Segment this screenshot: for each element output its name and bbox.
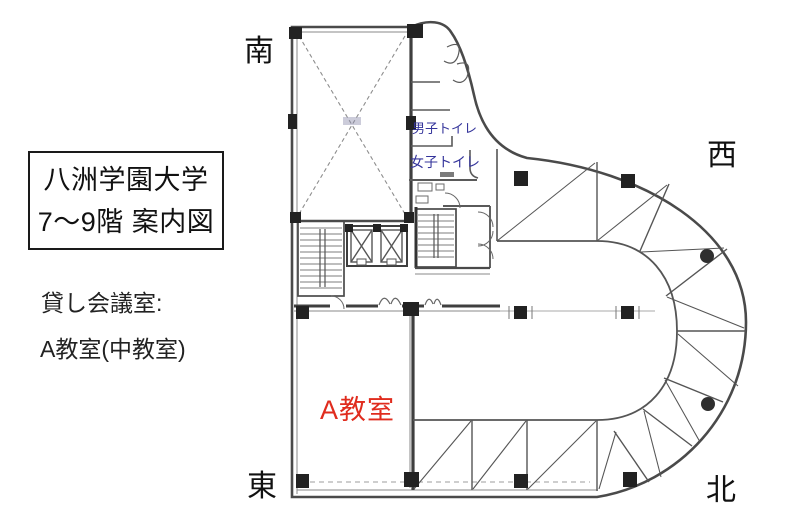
toilet-area <box>409 43 491 268</box>
curved-window-band <box>496 149 746 483</box>
classroom-a-note: A教室(中教室) <box>40 336 186 362</box>
room-upper-hall <box>292 27 413 223</box>
tiny-center-text-smudge <box>343 117 361 125</box>
stairs-right <box>414 192 494 275</box>
elevator-wall-blocks <box>345 224 408 232</box>
washroom-fixtures <box>415 182 445 204</box>
compass-south-label: 南 <box>244 35 274 68</box>
wall-inner-lines <box>296 30 598 494</box>
stair-door-arc <box>330 295 345 310</box>
map-title-box: 八洲学園大学 7〜9階 案内図 <box>28 151 224 250</box>
inner-curve <box>497 240 678 421</box>
tiny-text-smudge <box>440 172 454 177</box>
bottom-window-band <box>413 419 617 491</box>
columns <box>288 24 715 488</box>
classroom-a-label: A教室 <box>320 395 396 425</box>
vestibule-double-doors <box>477 211 494 260</box>
vestibule-door-arc-top <box>444 192 461 209</box>
compass-north-label: 北 <box>706 474 736 507</box>
elevators <box>345 224 408 267</box>
curved-door-petal-1 <box>443 43 460 64</box>
stairs-left <box>297 220 345 310</box>
column-bracket-marks <box>508 306 640 319</box>
curved-door-petal-2 <box>452 62 470 83</box>
classroom-a-walls <box>310 306 590 490</box>
womens-toilet-label: 女子トイレ <box>410 154 480 170</box>
door-swing-waves <box>378 297 442 306</box>
elevator-2 <box>380 229 403 266</box>
corridor <box>294 297 655 312</box>
university-name: 八洲学園大学 <box>43 164 209 195</box>
floor-guide-title: 7〜9階 案内図 <box>37 206 215 237</box>
band-diagonals <box>496 162 745 478</box>
compass-east-label: 東 <box>247 470 277 503</box>
building-outline <box>290 20 748 499</box>
compass-west-label: 西 <box>707 139 737 172</box>
mens-toilet-label: 男子トイレ <box>412 121 478 136</box>
elevator-1 <box>350 229 373 266</box>
rental-room-note: 貸し会議室: <box>41 290 163 316</box>
